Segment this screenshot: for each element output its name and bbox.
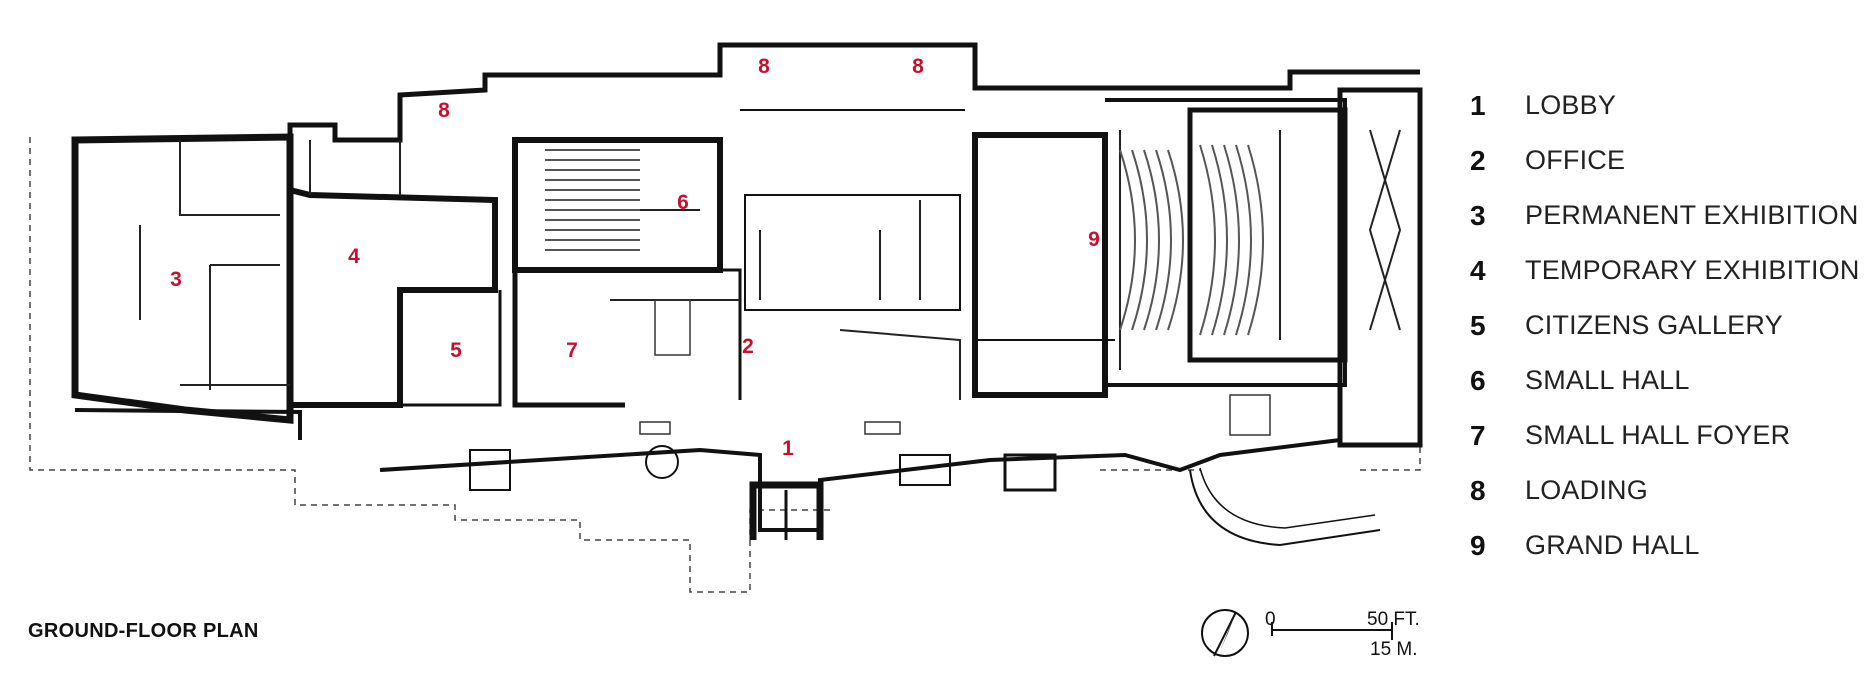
legend-item: 6 SMALL HALL bbox=[1470, 353, 1870, 408]
room-label-8c: 8 bbox=[912, 55, 924, 78]
legend-number: 3 bbox=[1470, 199, 1486, 231]
room-label-9: 9 bbox=[1088, 228, 1100, 251]
room-label-3: 3 bbox=[170, 268, 182, 291]
room-label-4: 4 bbox=[348, 245, 360, 268]
small-hall-seating bbox=[545, 149, 640, 251]
room-label-7: 7 bbox=[566, 339, 578, 362]
room-label-6: 6 bbox=[677, 191, 689, 214]
legend-label: PERMANENT EXHIBITION bbox=[1525, 200, 1859, 230]
legend-number: 2 bbox=[1470, 144, 1486, 176]
legend-label: TEMPORARY EXHIBITION bbox=[1525, 255, 1860, 285]
room-label-5: 5 bbox=[450, 339, 462, 362]
legend-item: 9 GRAND HALL bbox=[1470, 518, 1870, 573]
legend-item: 5 CITIZENS GALLERY bbox=[1470, 298, 1870, 353]
legend-number: 8 bbox=[1470, 474, 1486, 506]
legend-number: 9 bbox=[1470, 529, 1486, 561]
scale-feet-label: 50 FT. bbox=[1367, 609, 1420, 630]
legend-label: CITIZENS GALLERY bbox=[1525, 310, 1783, 340]
legend-number: 4 bbox=[1470, 254, 1486, 286]
north-arrow-icon bbox=[1201, 609, 1249, 657]
legend-number: 6 bbox=[1470, 364, 1486, 396]
legend-label: LOBBY bbox=[1525, 90, 1617, 120]
plan-title: GROUND-FLOOR PLAN bbox=[28, 620, 259, 642]
grand-hall-seating bbox=[1119, 144, 1264, 336]
legend-item: 1 LOBBY bbox=[1470, 78, 1870, 133]
legend-item: 4 TEMPORARY EXHIBITION bbox=[1470, 243, 1870, 298]
legend-label: SMALL HALL FOYER bbox=[1525, 420, 1791, 450]
room-label-2: 2 bbox=[742, 335, 754, 358]
entrances bbox=[469, 445, 1057, 540]
legend-item: 3 PERMANENT EXHIBITION bbox=[1470, 188, 1870, 243]
scale-bar: 0 50 FT. 15 M. bbox=[1265, 609, 1420, 660]
legend-label: GRAND HALL bbox=[1525, 530, 1700, 560]
scale-meters-label: 15 M. bbox=[1370, 639, 1418, 660]
legend-number: 1 bbox=[1470, 89, 1486, 121]
room-labels: 1 2 3 4 5 6 7 8 8 8 9 bbox=[170, 55, 1100, 460]
room-label-1: 1 bbox=[782, 437, 794, 460]
legend-number: 7 bbox=[1470, 419, 1486, 451]
legend-item: 7 SMALL HALL FOYER bbox=[1470, 408, 1870, 463]
room-label-8a: 8 bbox=[438, 99, 450, 122]
legend-label: OFFICE bbox=[1525, 145, 1626, 175]
legend-item: 2 OFFICE bbox=[1470, 133, 1870, 188]
walls bbox=[71, 42, 1423, 547]
legend-item: 8 LOADING bbox=[1470, 463, 1870, 518]
scale-zero-label: 0 bbox=[1265, 609, 1276, 630]
site-outline bbox=[29, 137, 1421, 593]
room-label-8b: 8 bbox=[758, 55, 770, 78]
legend-label: LOADING bbox=[1525, 475, 1648, 505]
room-legend: 1 LOBBY 2 OFFICE 3 PERMANENT EXHIBITION 4 TE… bbox=[1470, 78, 1870, 573]
legend-number: 5 bbox=[1470, 309, 1486, 341]
legend-label: SMALL HALL bbox=[1525, 365, 1690, 395]
stairs bbox=[639, 299, 1271, 436]
